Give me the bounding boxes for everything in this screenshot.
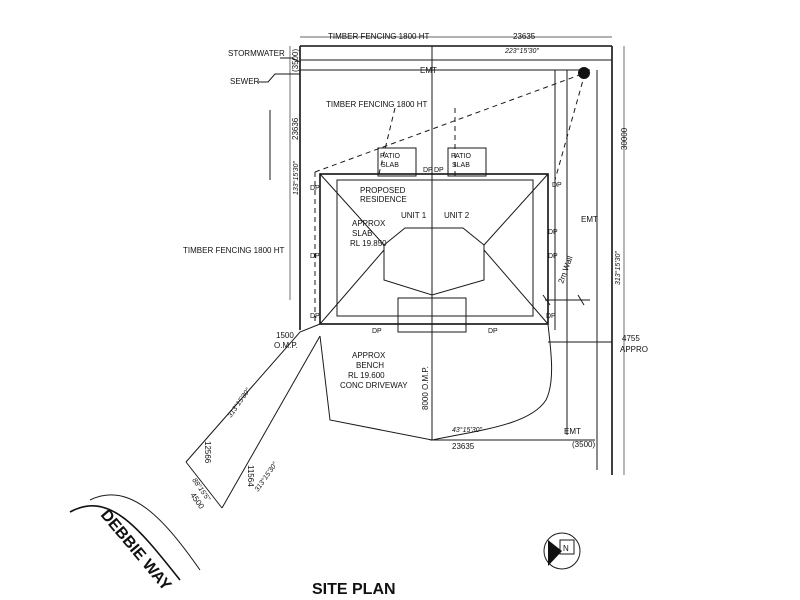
downpipe-label: DP (434, 167, 444, 174)
downpipe-label: DP (310, 313, 320, 320)
downpipe-label: DP (310, 185, 320, 192)
label-drive-bear-1: 313°15'30" (226, 386, 252, 419)
residence-wall-outline (336, 179, 534, 317)
wall-tick-left (542, 294, 551, 306)
label-sewer: SEWER (230, 77, 260, 86)
driveway-frontage (185, 461, 223, 509)
label-bench-4: CONC DRIVEWAY (340, 381, 408, 390)
label-emt-right: EMT (581, 215, 598, 224)
label-patio-left-1: PATIO (380, 153, 401, 160)
fence-dashed-top (314, 72, 586, 181)
driveway-edge-west (185, 323, 321, 463)
patio-slab-right (447, 147, 487, 177)
roof-hip-4 (483, 249, 549, 325)
lot-boundary (289, 36, 625, 475)
downpipe-label: DP (488, 328, 498, 335)
street-curve-inner (89, 494, 201, 571)
label-bottom-bearing: 43°15'30" (452, 426, 482, 434)
label-patio-right-2: SLAB (452, 162, 470, 169)
driveway-bench (185, 323, 553, 509)
street-name: DEBBIE WAY (97, 507, 174, 595)
label-corner-top: (3500) (291, 49, 300, 72)
label-drive-len-1: 12566 (203, 441, 212, 464)
sewer-connection-point (578, 67, 590, 79)
label-proposed-2: RESIDENCE (360, 195, 407, 204)
wall-marker (542, 294, 590, 306)
label-emt-bottom: EMT (564, 427, 581, 436)
label-top-length: 23635 (513, 32, 536, 41)
label-omp-left-1: 1500 (276, 331, 294, 340)
label-corner-bottom: (3500) (572, 440, 595, 449)
label-wall: 2m Wall (556, 255, 574, 285)
roof-hip-1 (319, 173, 385, 246)
label-omp-left-2: O.M.P. (274, 341, 298, 350)
proposed-residence (319, 147, 549, 333)
label-timber-fence-mid: TIMBER FENCING 1800 HT (326, 100, 427, 109)
roof-hip-3 (319, 249, 385, 325)
label-right-bearing: 313°15'30" (614, 251, 622, 285)
label-left-bearing: 133°15'30" (292, 161, 300, 195)
label-right-length: 30000 (620, 127, 629, 150)
label-top-bearing: 223°15'30" (504, 47, 539, 55)
label-unit2: UNIT 2 (444, 211, 470, 220)
label-left-length: 23636 (291, 117, 300, 140)
text-labels: TIMBER FENCING 1800 HT 23635 223°15'30" … (97, 32, 648, 598)
label-omp-drive: 8000 O.M.P. (421, 366, 430, 410)
label-slab-1: APPROX (352, 219, 386, 228)
fence-lines (269, 72, 586, 325)
label-timber-fence-top: TIMBER FENCING 1800 HT (328, 32, 429, 41)
stormwater-leader (280, 57, 301, 63)
north-arrow-head (548, 540, 562, 566)
wall-tick-right (577, 294, 585, 306)
fence-dashed-unit1 (377, 107, 396, 179)
north-arrow-box (559, 539, 575, 555)
residence-roof-outline (319, 173, 549, 325)
label-bottom-length: 23635 (452, 442, 475, 451)
label-drive-len-2: 11564 (246, 465, 255, 487)
roof-valley (383, 227, 485, 296)
label-emt-top: EMT (420, 66, 437, 75)
bench-outline (319, 323, 553, 441)
roof-hip-2 (483, 173, 549, 246)
label-proposed-1: PROPOSED (360, 186, 406, 195)
north-label: N (563, 544, 569, 553)
label-slab-2: SLAB (352, 229, 372, 238)
service-leaders (258, 57, 301, 83)
label-unit1: UNIT 1 (401, 211, 427, 220)
downpipe-label: DP (548, 253, 558, 260)
label-patio-right-1: PATIO (451, 153, 472, 160)
driveway-edge-west-inner (221, 335, 321, 509)
label-bench-3: RL 19.600 (348, 371, 385, 380)
downpipe-label: DP (310, 253, 320, 260)
downpipe-labels: DP DP DP DP DP DP DP DP DP DP DP (310, 167, 562, 335)
downpipe-label: DP (372, 328, 382, 335)
label-stormwater: STORMWATER (228, 49, 285, 58)
street-curve (69, 505, 181, 581)
page-title: SITE PLAN (312, 581, 396, 598)
north-arrow-circle (543, 532, 581, 570)
downpipe-label: DP (546, 313, 556, 320)
label-bench-2: BENCH (356, 361, 384, 370)
label-slab-3: RL 19.850 (350, 239, 387, 248)
north-arrow: N (543, 532, 581, 570)
downpipe-label: DP (548, 229, 558, 236)
sewer-leader (258, 73, 300, 83)
downpipe-label: DP (552, 182, 562, 189)
label-bench-1: APPROX (352, 351, 386, 360)
downpipe-label: DP (423, 167, 433, 174)
label-appro-2: APPRO (620, 345, 648, 354)
label-patio-left-2: SLAB (381, 162, 399, 169)
garage-front (397, 297, 467, 333)
label-drive-bear-2: 313°15'30" (253, 460, 279, 493)
patio-slab-left (377, 147, 417, 177)
label-appro-1: 4755 (622, 334, 640, 343)
label-timber-fence-left: TIMBER FENCING 1800 HT (183, 246, 284, 255)
